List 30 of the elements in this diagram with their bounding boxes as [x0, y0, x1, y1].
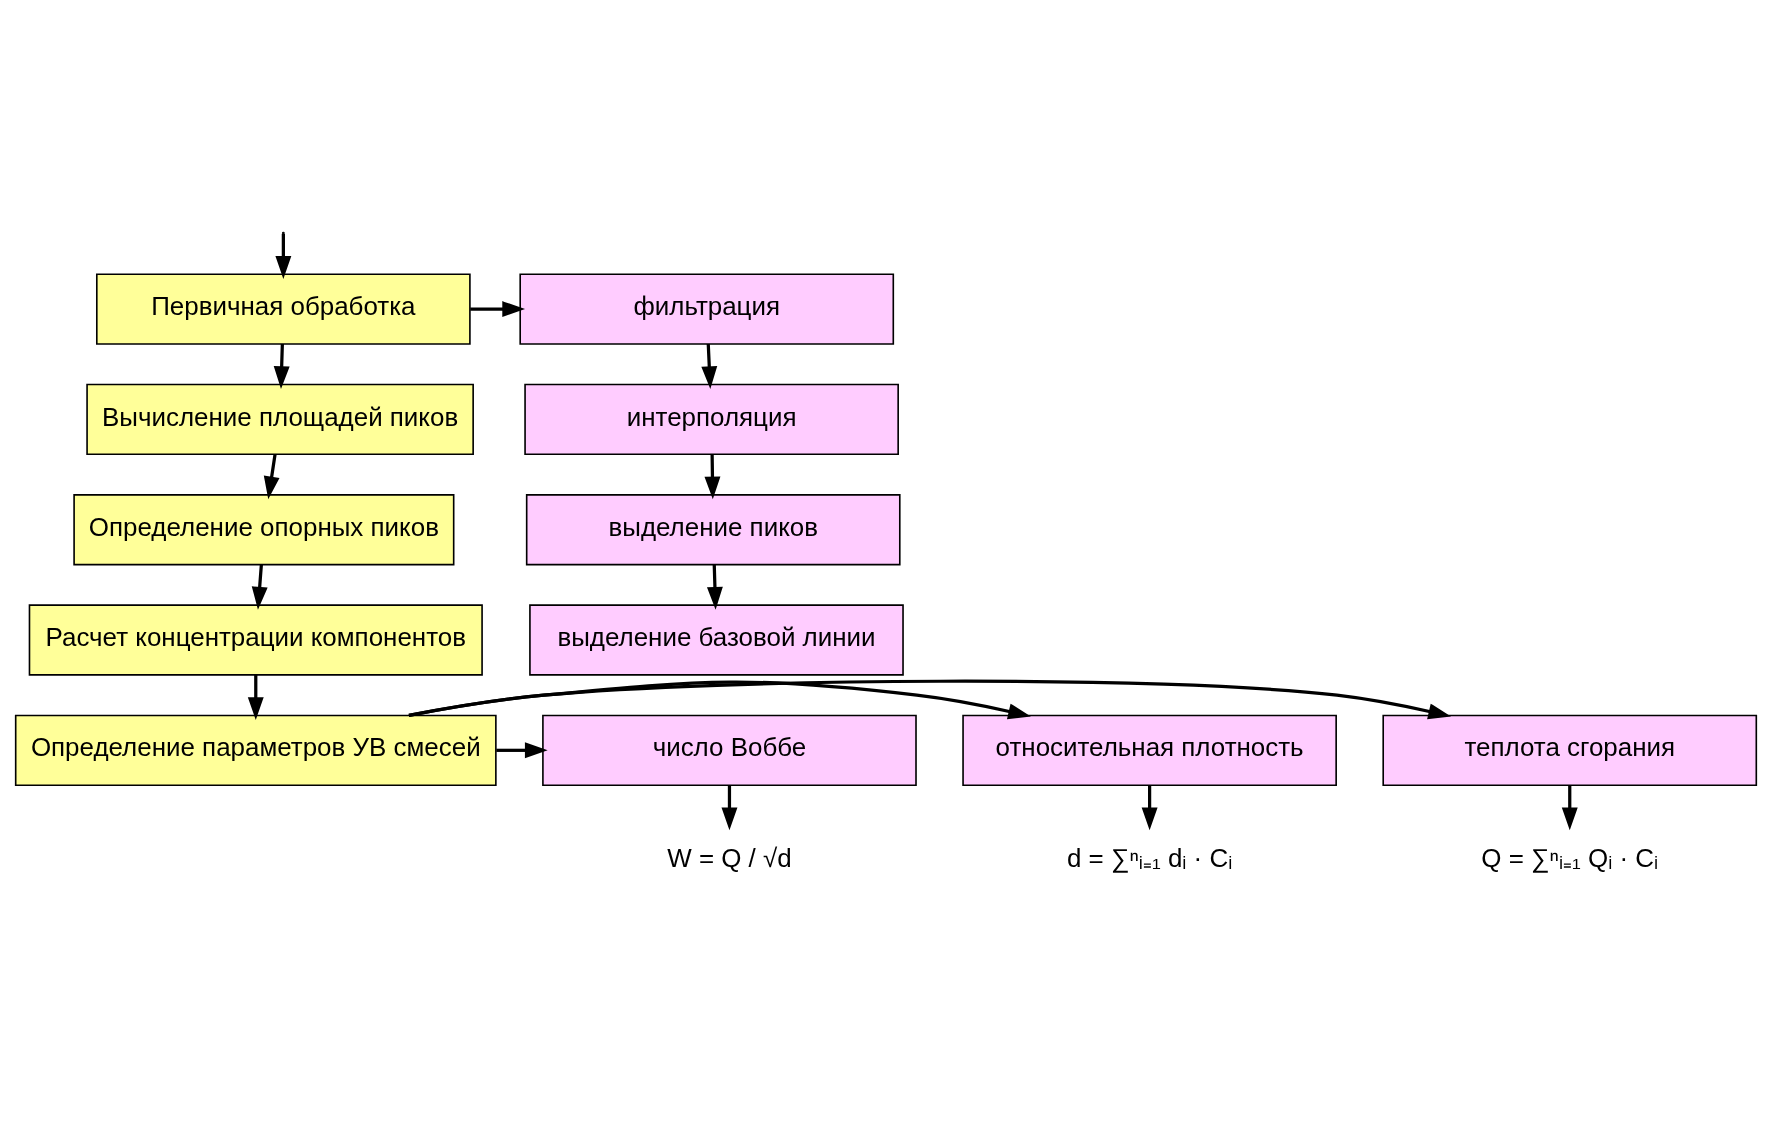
node-box: интерполяция	[524, 383, 899, 456]
node-box: Определение параметров УВ смесей	[14, 714, 497, 786]
node-box: число Воббе	[542, 714, 917, 786]
node-box: Вычисление площадей пиков	[86, 383, 474, 456]
arrow	[706, 564, 723, 610]
arrow	[470, 301, 526, 318]
arrow	[275, 233, 292, 279]
arrow	[721, 785, 738, 831]
node-box: Расчет концентрации компонентов	[28, 604, 483, 676]
node-text: d = ∑ⁿᵢ₌₁ dᵢ · Cᵢ	[1066, 843, 1233, 872]
arrow	[1141, 785, 1158, 831]
arrow	[408, 680, 1031, 720]
arrow	[496, 742, 548, 759]
arrow	[408, 679, 1452, 720]
arrow	[263, 454, 280, 500]
node-text: Q = ∑ⁿᵢ₌₁ Qᵢ · Cᵢ	[1481, 843, 1659, 872]
node-box: Определение опорных пиков	[73, 494, 455, 566]
node-box: относительная плотность	[962, 714, 1337, 786]
arrow	[251, 564, 268, 610]
node-text: W = Q / √d	[667, 843, 792, 872]
arrow	[704, 454, 721, 500]
arrow	[273, 343, 290, 390]
node-box: теплота сгорания	[1382, 714, 1758, 786]
node-box: выделение базовой линии	[529, 604, 904, 676]
node-box: выделение пиков	[525, 494, 901, 566]
arrow	[247, 674, 264, 720]
node-box: фильтрация	[519, 273, 895, 345]
arrow	[1561, 785, 1578, 831]
arrow	[701, 343, 718, 390]
node-box: Первичная обработка	[96, 273, 471, 345]
